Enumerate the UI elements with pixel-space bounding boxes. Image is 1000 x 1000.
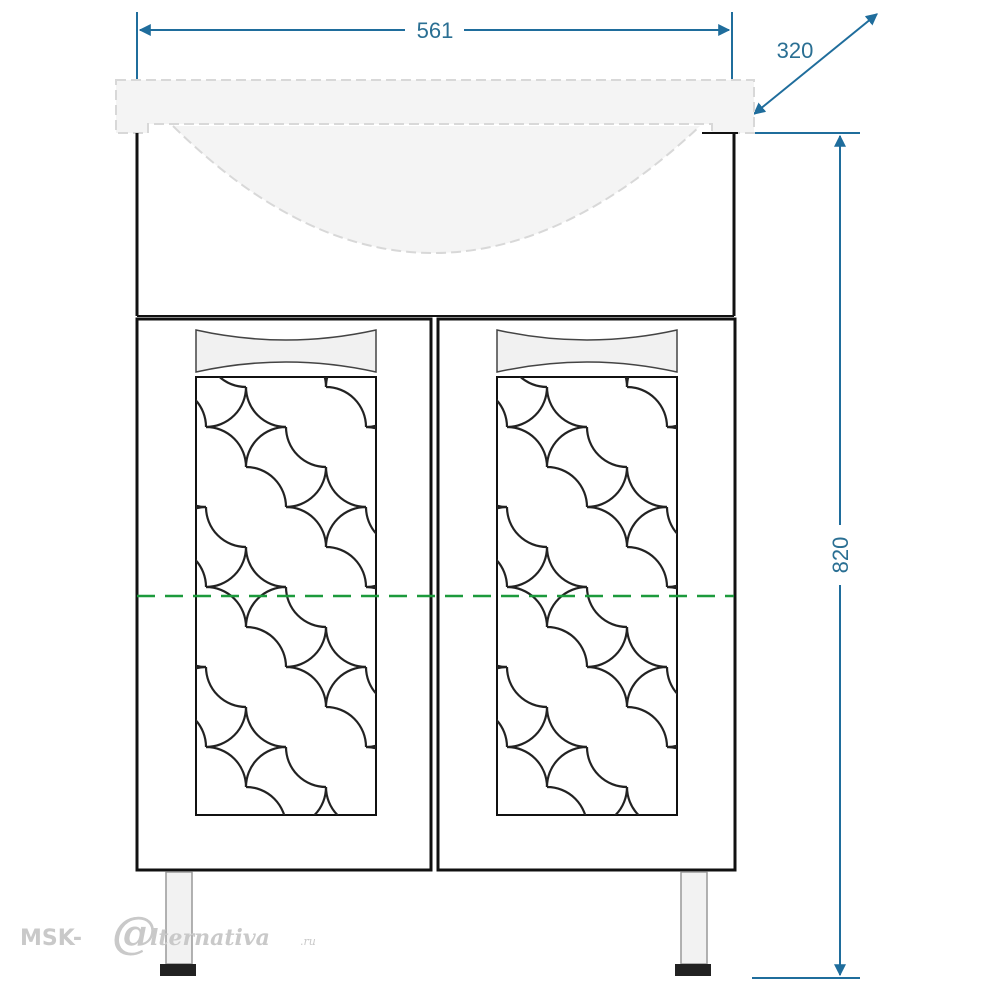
height-dimension: 820 [752,132,860,979]
depth-label: 320 [777,38,814,63]
left-door-lattice [196,377,376,815]
lattice-arc [324,745,376,815]
right-door [436,317,737,872]
lattice-arc [497,585,549,669]
watermark-suffix: .ru [300,935,316,948]
lattice-arc [497,505,549,589]
lattice-arc [196,377,248,429]
lattice-arc [545,425,629,509]
lattice-arc [506,745,549,788]
watermark-logo: MSK- @ lternativa .ru [20,908,316,959]
lattice-arc [196,425,248,509]
depth-dimension: 320 [753,13,878,115]
lattice-arc [244,585,328,669]
lattice-arc [625,745,677,815]
lattice-arc [324,665,376,749]
lattice-arc [497,377,549,429]
lattice-arc [244,505,328,589]
cabinet-frame [135,132,738,317]
lattice-arc [545,745,629,815]
watermark-name: lternativa [150,925,270,951]
lattice-arc [545,377,629,429]
lattice-arc [196,505,248,589]
lattice-arc [196,665,248,749]
basin [115,79,755,254]
lattice-arc [625,505,677,589]
lattice-arc [497,665,549,749]
lattice-arc [205,745,248,788]
watermark-mark: @ [112,908,156,959]
watermark-prefix: MSK- [20,926,82,951]
lattice-arc [497,425,549,509]
leg-right [675,871,711,976]
lattice-arc [545,505,629,589]
right-door-handle [496,329,678,373]
lattice-arc [244,425,328,509]
width-label: 561 [417,18,454,43]
lattice-arc [324,505,376,589]
lattice-arc [244,745,328,815]
leg-left [160,871,196,976]
lattice-arc [244,377,328,429]
left-door-handle [195,329,377,373]
lattice-arc [324,425,376,509]
lattice-arc [244,665,328,749]
lattice-arc [625,665,677,749]
lattice-arc [625,585,677,669]
lattice-arc [196,585,248,669]
height-label: 820 [828,537,853,574]
lattice-arc [545,585,629,669]
right-door-lattice [497,377,677,815]
width-dimension: 561 [136,12,733,86]
lattice-arc [324,585,376,669]
left-door [135,317,433,872]
lattice-arc [625,425,677,509]
lattice-arc [545,665,629,749]
